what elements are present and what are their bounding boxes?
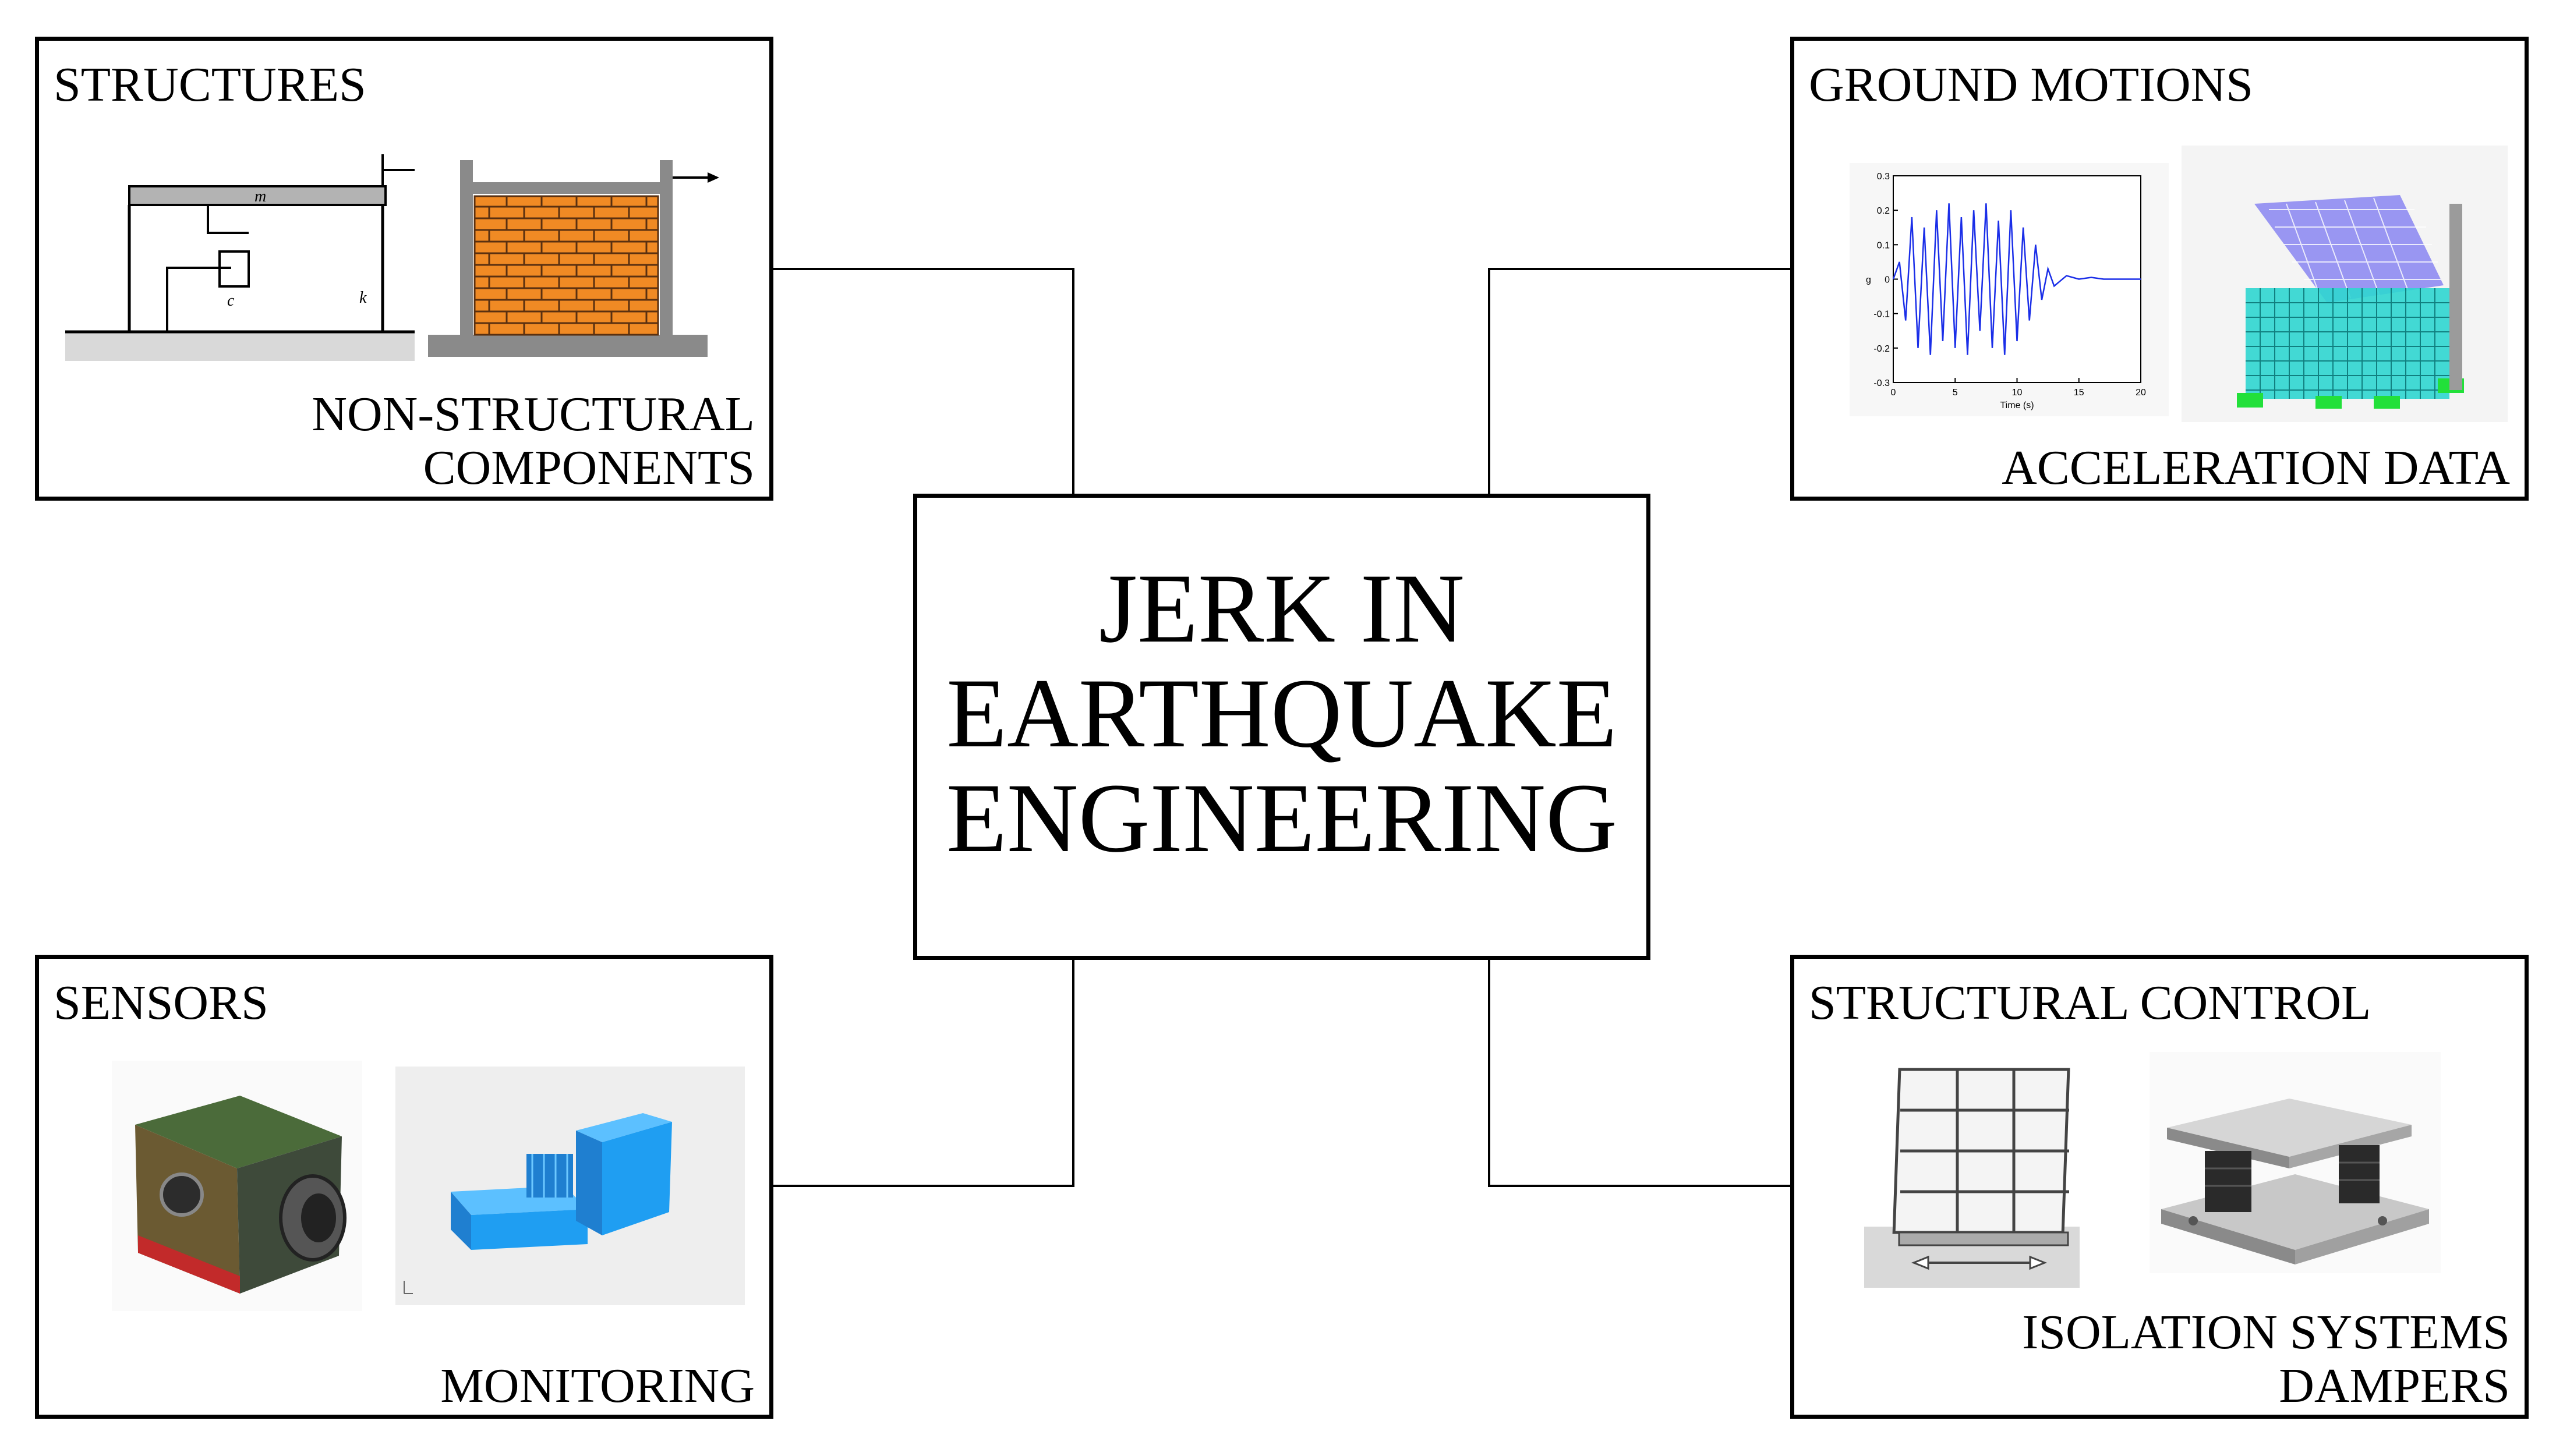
stiffness-label: k <box>359 289 367 307</box>
y-tick-label: -0.2 <box>1873 344 1890 354</box>
y-tick-label: 0 <box>1885 275 1890 285</box>
panel-heading-sensors: SENSORS <box>54 976 268 1030</box>
x-axis-label: Time (s) <box>2000 401 2034 410</box>
acceleration-series-line <box>1892 203 2141 355</box>
center-box: JERK IN EARTHQUAKE ENGINEERING <box>913 494 1650 960</box>
panel-heading-structural-control: STRUCTURAL CONTROL <box>1809 976 2371 1030</box>
y-tick-label: 0.2 <box>1877 206 1890 216</box>
connector-top-right <box>1488 268 1791 497</box>
x-tick-label: 10 <box>2012 388 2023 398</box>
caption-components: COMPONENTS <box>423 441 755 495</box>
connector-bottom-left <box>772 957 1074 1187</box>
caption-non-structural: NON-STRUCTURAL <box>312 387 755 441</box>
y-tick-label: -0.3 <box>1873 378 1890 388</box>
brick-wall-image <box>428 160 719 357</box>
panel-sensors: SENSORS MONITORING <box>35 955 773 1419</box>
y-axis-label: g <box>1866 275 1871 285</box>
caption-acceleration-data: ACCELERATION DATA <box>2002 441 2510 495</box>
sdof-model-image: m c k u <box>65 154 415 361</box>
connector-bottom-right <box>1488 957 1791 1187</box>
sensor-cad-model-image <box>395 1067 745 1305</box>
damping-label: c <box>227 292 235 310</box>
panel-structural-control: STRUCTURAL CONTROL <box>1790 955 2529 1419</box>
panel-structures: STRUCTURES m c k u <box>35 37 773 501</box>
x-tick-label: 5 <box>1953 388 1958 398</box>
accelerometer-image <box>112 1061 362 1311</box>
x-tick-label: 0 <box>1891 388 1896 398</box>
caption-dampers: DAMPERS <box>2279 1359 2510 1413</box>
panel-heading-structures: STRUCTURES <box>54 58 366 112</box>
connector-top-left <box>772 268 1074 497</box>
caption-isolation-systems: ISOLATION SYSTEMS <box>2022 1305 2510 1359</box>
frame-structure-model-image <box>2182 146 2508 422</box>
mass-label: m <box>254 187 266 206</box>
x-tick-label: 20 <box>2136 388 2146 398</box>
x-tick-label: 15 <box>2074 388 2084 398</box>
center-title-line-1: JERK IN <box>1098 554 1465 663</box>
center-title-line-2: EARTHQUAKE <box>946 658 1617 768</box>
base-isolated-frame-image <box>1864 1052 2080 1288</box>
center-title-line-3: ENGINEERING <box>946 763 1617 873</box>
center-title: JERK IN EARTHQUAKE ENGINEERING <box>917 556 1646 870</box>
y-tick-label: 0.1 <box>1877 240 1890 250</box>
caption-monitoring: MONITORING <box>440 1359 755 1413</box>
isolation-bearing-image <box>2150 1052 2441 1273</box>
y-tick-label: -0.1 <box>1873 310 1890 320</box>
panel-heading-ground-motions: GROUND MOTIONS <box>1809 58 2254 112</box>
y-tick-label: 0.3 <box>1877 172 1890 182</box>
